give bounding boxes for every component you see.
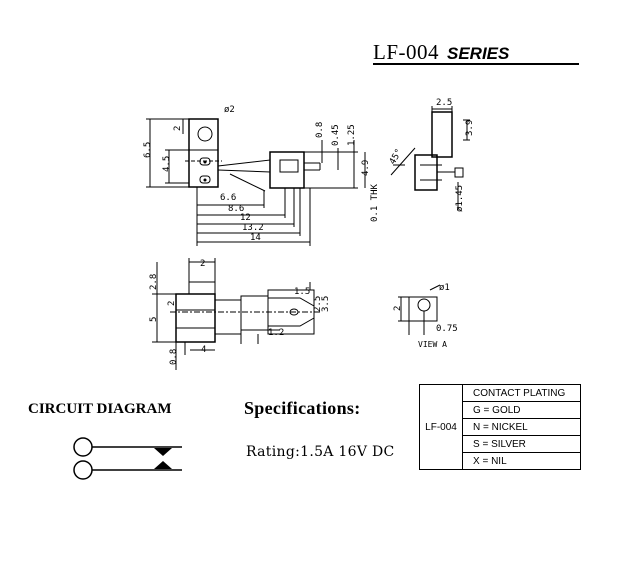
dim-bottom-height: 5 [149,317,159,322]
bottom-view [152,258,320,370]
dim-side-height: 3.9 [465,120,475,136]
table-header: CONTACT PLATING [462,384,581,402]
bottom-housing [175,293,216,343]
dim-len-2: 8.6 [228,204,244,214]
dim-len-3: 12 [240,213,251,223]
bottom-top-tab [188,281,216,295]
side-view [390,106,470,210]
dim-pin-pitch: 4.5 [162,156,172,172]
top-view [146,118,366,246]
dim-len-1: 6.6 [220,193,236,203]
dim-d: 4.9 [361,160,371,176]
table-row: LF-004 CONTACT PLATING [419,384,581,470]
plating-option-gold: G = GOLD [462,401,581,419]
dim-tab-thickness: 0.1 THK [370,183,380,222]
lever-arm [217,159,271,173]
dim-bottom-foot-left: 0.8 [169,349,179,365]
dim-len-4: 13.2 [242,223,264,233]
title-underline [373,63,579,65]
dim-bottom-offset: 1.2 [268,328,284,338]
dim-pin-dia: ø1.45 [455,185,465,212]
dim-side-angle: 45° [388,147,405,166]
table-row: X = NIL [420,452,581,470]
dim-bottom-foot: 4 [201,345,206,355]
dim-bottom-left: 2.8 [149,274,159,290]
view-a-label: VIEW A [418,340,447,349]
side-angle-arm [390,147,416,176]
bottom-shaft-base [214,299,242,335]
plating-option-silver: S = SILVER [462,435,581,453]
part-code-cell: LF-004 [419,384,463,470]
side-contact-block [414,154,438,191]
dim-hole-dia: ø2 [224,105,235,115]
dim-bottom-top: 2 [200,259,205,269]
series-title: LF-004 SERIES [373,40,579,66]
lever-diagonal [229,173,266,192]
dim-view-a-hole: ø1 [439,283,450,293]
side-pin [454,167,464,178]
dim-len-5: 14 [250,233,261,243]
dim-hole-offset: 2 [173,126,183,131]
part-number: LF-004 [373,40,439,64]
view-a [398,284,441,335]
actuator-body [269,151,305,189]
circuit-symbol [73,437,182,480]
circuit-diagram-title: CIRCUIT DIAGRAM [28,401,172,417]
specifications-title: Specifications: [244,398,361,418]
dim-c: 1.25 [347,124,357,146]
dim-bottom-shaft: 1.5 [294,287,310,297]
contact-slot-lower [199,175,211,184]
dim-b: 0.45 [331,124,341,146]
contact-arrow-down [154,448,172,456]
side-housing [431,111,453,158]
bottom-shaft-mid [240,295,269,331]
top-view-housing [188,118,219,188]
terminal-upper [73,437,93,457]
mount-hole [197,126,213,142]
dim-height-total: 6.5 [143,142,153,158]
dim-view-a-height: 2 [393,306,403,311]
dim-a: 0.8 [315,122,325,138]
actuator-window [279,159,299,173]
contact-arrow-up [154,461,172,469]
view-a-block [408,296,438,322]
dim-view-a-offset: 0.75 [436,324,458,334]
plating-option-nickel: N = NICKEL [462,418,581,436]
rating-text: Rating:1.5A 16V DC [246,444,395,460]
contact-plating-table: LF-004 CONTACT PLATING G = GOLD N = NICK… [419,384,581,470]
view-a-hole [417,298,431,312]
terminal-lower [73,460,93,480]
plating-option-nil: X = NIL [462,452,581,470]
dim-side-width: 2.5 [436,98,452,108]
series-label: SERIES [447,44,510,63]
dim-bottom-mid: 2 [167,301,177,306]
dim-shaft-dia-b: 3.5 [321,296,331,312]
dim-shaft-dia-a: 2.5 [313,296,323,312]
